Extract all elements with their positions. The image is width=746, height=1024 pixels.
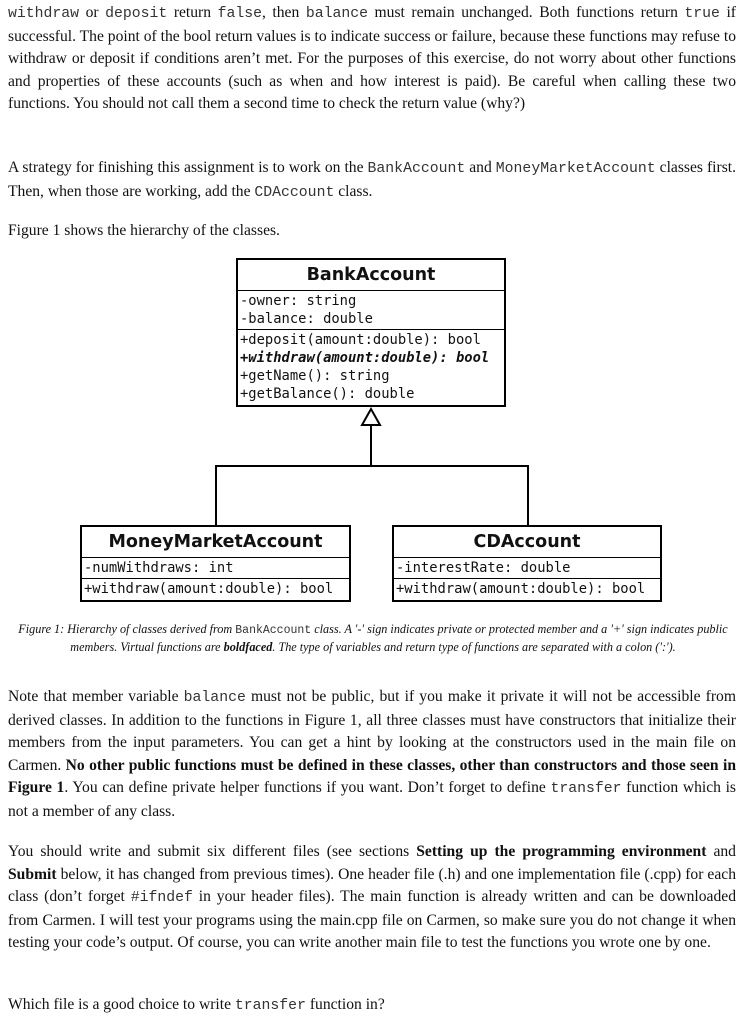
- class-name: MoneyMarketAccount: [82, 527, 349, 558]
- code-false: false: [217, 6, 262, 22]
- operation: +getName(): string: [240, 368, 390, 384]
- class-attributes: -owner: string -balance: double: [238, 291, 504, 330]
- operation: +withdraw(amount:double): bool: [84, 581, 334, 597]
- code-transfer: transfer: [550, 781, 622, 798]
- class-operations: +withdraw(amount:double): bool: [394, 579, 660, 599]
- paragraph-member-variables: Note that member variable balance must n…: [8, 688, 736, 820]
- code-balance: balance: [183, 690, 246, 706]
- inheritance-connectors: [215, 406, 529, 526]
- operation-virtual: +withdraw(amount:double): bool: [240, 350, 490, 366]
- code-transfer: transfer: [234, 998, 306, 1014]
- figure-caption: Figure 1: Hierarchy of classes derived f…: [18, 622, 728, 654]
- class-name: BankAccount: [238, 260, 504, 291]
- attribute: -balance: double: [240, 311, 373, 327]
- code-deposit: deposit: [105, 6, 168, 22]
- paragraph-submission: You should write and submit six differen…: [8, 843, 736, 952]
- class-box-moneymarketaccount: MoneyMarketAccount -numWithdraws: int +w…: [80, 525, 351, 602]
- attribute: -numWithdraws: int: [84, 560, 234, 576]
- class-operations: +withdraw(amount:double): bool: [82, 579, 349, 599]
- code-balance: balance: [305, 6, 368, 22]
- attribute: -owner: string: [240, 293, 357, 309]
- paragraph-figure-intro: Figure 1 shows the hierarchy of the clas…: [8, 222, 280, 239]
- class-name: CDAccount: [394, 527, 660, 558]
- paragraph-strategy: A strategy for finishing this assignment…: [8, 159, 737, 201]
- code-withdraw: withdraw: [8, 6, 80, 22]
- class-operations: +deposit(amount:double): bool +withdraw(…: [238, 330, 504, 404]
- class-box-cdaccount: CDAccount -interestRate: double +withdra…: [392, 525, 662, 602]
- class-box-bankaccount: BankAccount -owner: string -balance: dou…: [236, 258, 506, 407]
- code-bankaccount: BankAccount: [367, 161, 466, 177]
- code-moneymarketaccount: MoneyMarketAccount: [495, 161, 656, 177]
- paragraph-question: Which file is a good choice to write tra…: [8, 996, 385, 1014]
- operation: +withdraw(amount:double): bool: [396, 581, 646, 597]
- paragraph-return-values: withdraw or deposit return false, then b…: [8, 4, 736, 113]
- operation: +getBalance(): double: [240, 386, 415, 402]
- code-ifndef: #ifndef: [130, 890, 193, 907]
- operation: +deposit(amount:double): bool: [240, 332, 481, 348]
- class-attributes: -numWithdraws: int: [82, 558, 349, 579]
- inheritance-arrow-icon: [360, 406, 382, 426]
- attribute: -interestRate: double: [396, 560, 571, 576]
- class-attributes: -interestRate: double: [394, 558, 660, 579]
- code-true: true: [684, 6, 720, 22]
- code-cdaccount: CDAccount: [254, 184, 335, 201]
